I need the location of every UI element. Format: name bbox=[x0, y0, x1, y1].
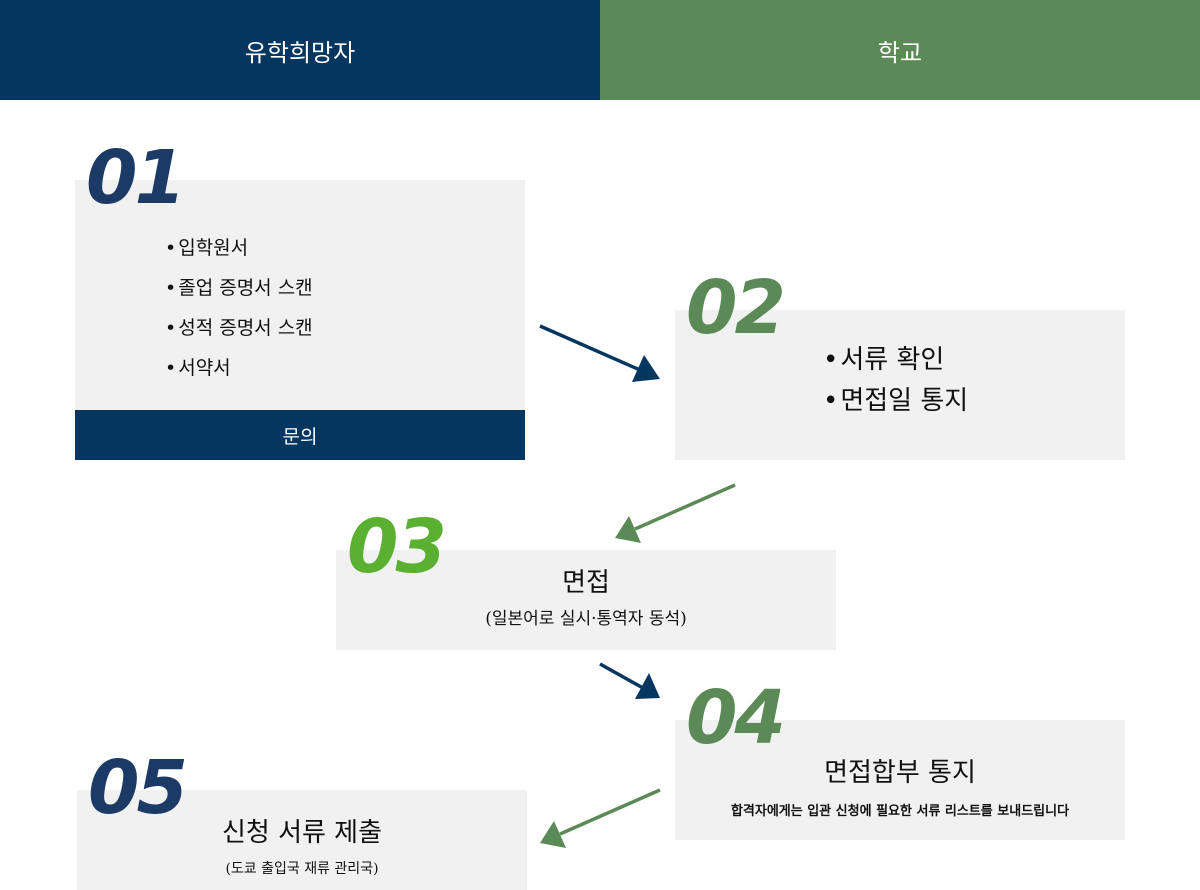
header-school-label: 학교 bbox=[877, 38, 923, 67]
step-01-item: 입학원서 bbox=[165, 228, 313, 268]
header-applicant: 유학희망자 bbox=[0, 0, 600, 100]
inquiry-button[interactable]: 문의 bbox=[75, 410, 525, 460]
step-01-item: 성적 증명서 스캔 bbox=[165, 308, 312, 348]
step-01-box: 입학원서 졸업 증명서 스캔 성적 증명서 스캔 서약서 bbox=[75, 180, 525, 410]
arrow-04-to-05 bbox=[540, 788, 661, 848]
step-04-subtitle: 합격자에게는 입관 신청에 필요한 서류 리스트를 보내드립니다 bbox=[730, 804, 1070, 819]
arrow-01-to-02 bbox=[539, 324, 660, 382]
step-03-number: 03 bbox=[347, 504, 447, 590]
step-03-box: 면접 (일본어로 실시·통역자 동석) bbox=[336, 550, 836, 650]
step-05-title: 신청 서류 제출 bbox=[221, 818, 383, 848]
step-05-box: 신청 서류 제출 (도쿄 출입국 재류 관리국) bbox=[77, 790, 527, 890]
step-04-number: 04 bbox=[686, 675, 786, 761]
arrow-02-to-03 bbox=[615, 483, 736, 543]
step-03-title: 면접 bbox=[562, 568, 610, 598]
step-05-subtitle: (도쿄 출입국 재류 관리국) bbox=[225, 861, 379, 877]
step-02-item: 면접일 통지 bbox=[823, 381, 968, 422]
inquiry-button-label: 문의 bbox=[282, 425, 318, 448]
step-03-subtitle: (일본어로 실시·통역자 동석) bbox=[485, 609, 687, 629]
step-01-item: 졸업 증명서 스캔 bbox=[165, 268, 312, 308]
step-04-box: 면접합부 통지 합격자에게는 입관 신청에 필요한 서류 리스트를 보내드립니다 bbox=[675, 720, 1125, 840]
step-02-list: 서류 확인 면접일 통지 bbox=[823, 340, 968, 422]
step-02-number: 02 bbox=[686, 265, 786, 351]
step-01-number: 01 bbox=[86, 135, 186, 221]
step-02-item: 서류 확인 bbox=[823, 340, 968, 381]
step-05-number: 05 bbox=[88, 745, 188, 831]
step-02-box: 서류 확인 면접일 통지 bbox=[675, 310, 1125, 460]
step-01-list: 입학원서 졸업 증명서 스캔 성적 증명서 스캔 서약서 bbox=[165, 228, 313, 388]
arrow-03-to-04 bbox=[599, 662, 660, 699]
header-school: 학교 bbox=[600, 0, 1200, 100]
header-applicant-label: 유학희망자 bbox=[244, 38, 356, 67]
step-01-item: 서약서 bbox=[165, 348, 313, 388]
step-04-title: 면접합부 통지 bbox=[824, 758, 976, 788]
